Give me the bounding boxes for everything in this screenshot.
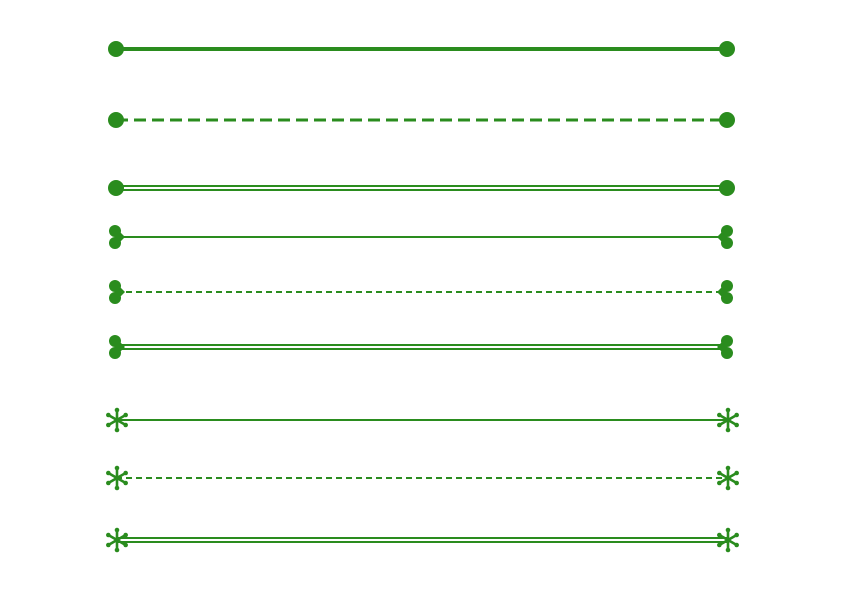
petal-tip <box>725 527 731 533</box>
leaf-joint <box>717 227 727 247</box>
asterisk-flower-icon <box>717 465 739 491</box>
divider-row <box>108 112 735 128</box>
leaf-joint <box>717 282 727 302</box>
dot-icon-shape <box>108 112 124 128</box>
petal-tip <box>717 422 722 428</box>
petal-tip <box>734 422 739 428</box>
petal-tip <box>114 465 120 471</box>
petal-tip <box>106 532 111 538</box>
dot-icon-shape <box>719 180 735 196</box>
leaf-pair-icon <box>717 335 733 359</box>
petal-tip <box>734 412 739 418</box>
petal-tip <box>717 412 722 418</box>
leaf-joint <box>115 282 125 302</box>
petal-tip <box>123 412 128 418</box>
asterisk-flower-icon <box>717 407 739 433</box>
divider-row <box>106 465 739 491</box>
petal-tip <box>106 480 111 486</box>
petal-tip <box>725 465 731 471</box>
leaf-joint <box>115 227 125 247</box>
petal-tip <box>114 407 120 413</box>
dot-icon <box>108 180 124 196</box>
petal-tip <box>725 427 731 433</box>
petal-tip <box>123 470 128 476</box>
leaf-pair-icon <box>109 225 125 249</box>
flower-center <box>725 417 731 423</box>
petal-tip <box>123 422 128 428</box>
divider-row <box>109 225 733 249</box>
divider-list <box>106 41 739 553</box>
leaf-pair-icon <box>717 225 733 249</box>
flower-center <box>725 475 731 481</box>
petal-tip <box>114 547 120 553</box>
petal-tip <box>734 470 739 476</box>
petal-tip <box>123 532 128 538</box>
petal-tip <box>725 407 731 413</box>
asterisk-flower-icon <box>106 527 128 553</box>
petal-tip <box>725 547 731 553</box>
dot-icon <box>719 41 735 57</box>
petal-tip <box>106 542 111 548</box>
dot-icon <box>719 112 735 128</box>
petal-tip <box>734 480 739 486</box>
petal-tip <box>734 542 739 548</box>
petal-tip <box>717 470 722 476</box>
petal-tip <box>114 427 120 433</box>
leaf-pair-icon <box>717 280 733 304</box>
flower-center <box>725 537 731 543</box>
divider-row <box>109 335 733 359</box>
dot-icon <box>108 112 124 128</box>
leaf-joint <box>115 337 125 357</box>
asterisk-flower-icon <box>106 407 128 433</box>
divider-row <box>109 280 733 304</box>
asterisk-flower-icon <box>717 527 739 553</box>
dot-icon <box>108 41 124 57</box>
divider-row <box>108 180 735 196</box>
flower-center <box>114 537 120 543</box>
petal-tip <box>106 470 111 476</box>
divider-row <box>106 527 739 553</box>
flower-center <box>114 475 120 481</box>
petal-tip <box>734 532 739 538</box>
leaf-pair-icon <box>109 280 125 304</box>
leaf-pair-icon <box>109 335 125 359</box>
petal-tip <box>717 542 722 548</box>
petal-tip <box>725 485 731 491</box>
dot-icon-shape <box>108 180 124 196</box>
petal-tip <box>114 527 120 533</box>
petal-tip <box>123 480 128 486</box>
dot-icon <box>719 180 735 196</box>
petal-tip <box>123 542 128 548</box>
petal-tip <box>114 485 120 491</box>
petal-tip <box>717 532 722 538</box>
flower-center <box>114 417 120 423</box>
dot-icon-shape <box>719 112 735 128</box>
dot-icon-shape <box>719 41 735 57</box>
petal-tip <box>106 422 111 428</box>
leaf-joint <box>717 337 727 357</box>
petal-tip <box>717 480 722 486</box>
divider-row <box>108 41 735 57</box>
petal-tip <box>106 412 111 418</box>
divider-row <box>106 407 739 433</box>
asterisk-flower-icon <box>106 465 128 491</box>
dot-icon-shape <box>108 41 124 57</box>
